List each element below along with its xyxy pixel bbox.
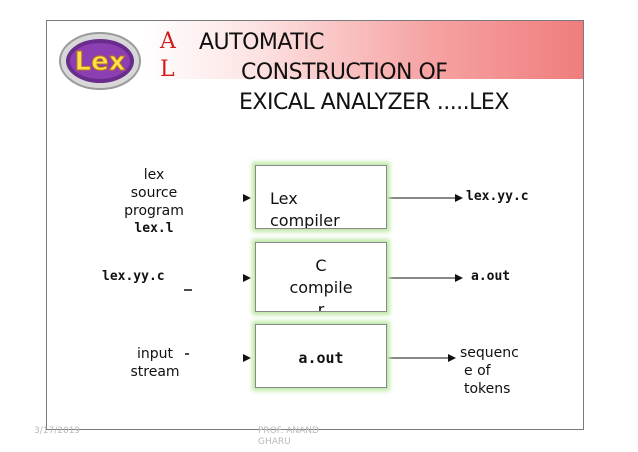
lexyyc-input-label: lex.yy.c bbox=[102, 269, 165, 284]
title-line-1: AUTOMATIC bbox=[199, 30, 325, 55]
tokens-line-3: tokens bbox=[464, 381, 511, 397]
input-stream-line-1: input bbox=[136, 346, 173, 362]
title-band bbox=[142, 21, 583, 79]
lex-compiler-line-2: compiler bbox=[270, 211, 340, 229]
tokens-label: sequenc e of tokens bbox=[460, 344, 540, 398]
slide-frame bbox=[46, 20, 584, 430]
c-compiler-line-1: C bbox=[315, 256, 327, 275]
input-stream-line-2: stream bbox=[130, 364, 180, 380]
footer-author-line-1: PROF. ANAND bbox=[258, 426, 319, 436]
tokens-line-1: sequenc bbox=[460, 345, 519, 361]
lex-source-line-2: source bbox=[130, 185, 178, 201]
lex-source-line-3: program bbox=[124, 203, 184, 219]
c-compiler-line-2: compile bbox=[289, 278, 353, 297]
lexyyc-output-label: lex.yy.c bbox=[466, 189, 529, 204]
lex-source-label: lex source program lex.l bbox=[118, 166, 190, 238]
logo-text: Lex bbox=[75, 47, 126, 77]
lex-compiler-line-1: Lex bbox=[270, 189, 298, 208]
title-line-2: CONSTRUCTION OF bbox=[241, 60, 448, 85]
footer-author-line-2: GHARU bbox=[258, 437, 291, 447]
c-compiler-line-3: r bbox=[317, 300, 325, 312]
title-letter-l: L bbox=[160, 57, 175, 82]
lex-compiler-box: Lex compiler bbox=[255, 165, 387, 229]
footer-date: 3/17/2019 bbox=[34, 426, 81, 436]
title-letter-a: A bbox=[160, 29, 176, 54]
input-stream-label: input stream bbox=[120, 345, 190, 381]
aout-box: a.out bbox=[255, 324, 387, 388]
title-line-3: EXICAL ANALYZER .....LEX bbox=[239, 90, 509, 115]
lex-logo: Lex bbox=[56, 26, 146, 96]
slide-title: AUTOMATIC CONSTRUCTION OF EXICAL ANALYZE… bbox=[199, 28, 579, 118]
footer-author: PROF. ANAND GHARU bbox=[258, 426, 319, 448]
aout-output-label: a.out bbox=[471, 269, 511, 284]
title-left-letters: A L bbox=[160, 28, 176, 84]
aout-box-label: a.out bbox=[298, 349, 344, 367]
lex-l-file: lex.l bbox=[134, 221, 174, 236]
lex-source-line-1: lex bbox=[143, 167, 165, 183]
tokens-line-2: e of bbox=[464, 363, 491, 379]
c-compiler-box: C compile r bbox=[255, 242, 387, 312]
